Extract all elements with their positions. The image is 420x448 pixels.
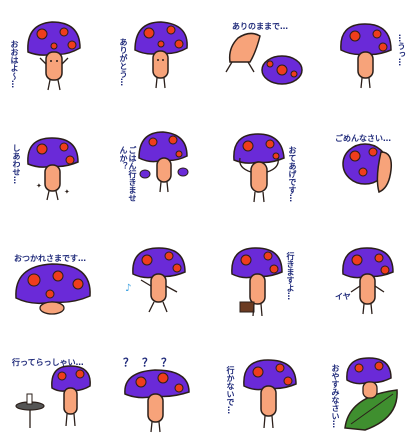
mushroom-icon: [138, 131, 189, 193]
sticker-16-good-night[interactable]: おやすみなさい…: [315, 336, 420, 448]
sticker-caption: 行かないで…: [226, 366, 235, 414]
sticker-6-lunch[interactable]: ごはん行きませんか？: [105, 112, 210, 224]
mushroom-icon: [132, 247, 186, 313]
mushroom-icon: [342, 143, 393, 194]
sticker-7-give-up[interactable]: おてあげです…: [210, 112, 315, 224]
mushroom-icon: [15, 263, 91, 315]
svg-text:✦: ✦: [64, 188, 70, 196]
mushroom-icon: [15, 365, 91, 428]
sticker-caption: おおはよ〜…: [10, 40, 19, 88]
sticker-10-dance[interactable]: ♪: [105, 224, 210, 336]
mushroom-icon: [134, 21, 188, 89]
sticker-9-good-work[interactable]: おつかれさまです…: [0, 224, 105, 336]
mushroom-icon: [243, 359, 297, 429]
sticker-caption: おてあげです…: [288, 146, 297, 202]
sticker-caption: おつかれさまです…: [14, 254, 86, 263]
sticker-caption: 行ってらっしゃい…: [12, 358, 84, 367]
mushroom-icon: [340, 23, 392, 89]
sticker-caption: ありのままで…: [232, 22, 288, 31]
mushroom-icon: [344, 357, 398, 431]
sticker-caption: しあわせ…: [12, 144, 21, 184]
mushroom-icon: [124, 369, 190, 433]
sticker-caption: ♪: [125, 283, 132, 294]
mushroom-icon: [233, 133, 285, 203]
sticker-8-sorry[interactable]: ごめんなさい…: [315, 112, 420, 224]
sticker-caption: ありがとう…: [119, 38, 128, 86]
sticker-caption: イヤ: [335, 292, 351, 301]
mushroom-icon: [27, 21, 81, 91]
sticker-caption: ？？？: [123, 356, 180, 369]
svg-text:✦: ✦: [36, 182, 42, 190]
mushroom-icon: [231, 247, 283, 317]
sticker-13-see-you[interactable]: 行ってらっしゃい…: [0, 336, 105, 448]
sticker-3-as-i-am[interactable]: ありのままで…: [210, 0, 315, 112]
mushroom-icon: [342, 247, 394, 315]
sticker-caption: ごめんなさい…: [335, 134, 391, 143]
sticker-4-ugh[interactable]: …うっ…: [315, 0, 420, 112]
sticker-caption: おやすみなさい…: [331, 364, 340, 428]
sticker-caption: ごはん行きませんか？: [119, 146, 137, 202]
sticker-caption: 行きますよ…: [286, 252, 295, 300]
sticker-14-confused[interactable]: ？？？: [105, 336, 210, 448]
sticker-15-dont-go[interactable]: 行かないで…: [210, 336, 315, 448]
mushroom-icon: [225, 32, 303, 85]
sticker-1-good-morning[interactable]: おおはよ〜…: [0, 0, 105, 112]
mushroom-icon: ✦ ✦: [27, 137, 79, 201]
sticker-caption: …うっ…: [397, 34, 406, 66]
sticker-5-happy[interactable]: ✦ ✦ しあわせ…: [0, 112, 105, 224]
sticker-2-thank-you[interactable]: ありがとう…: [105, 0, 210, 112]
sticker-11-lets-go[interactable]: 行きますよ…: [210, 224, 315, 336]
sticker-12-no[interactable]: イヤ: [315, 224, 420, 336]
